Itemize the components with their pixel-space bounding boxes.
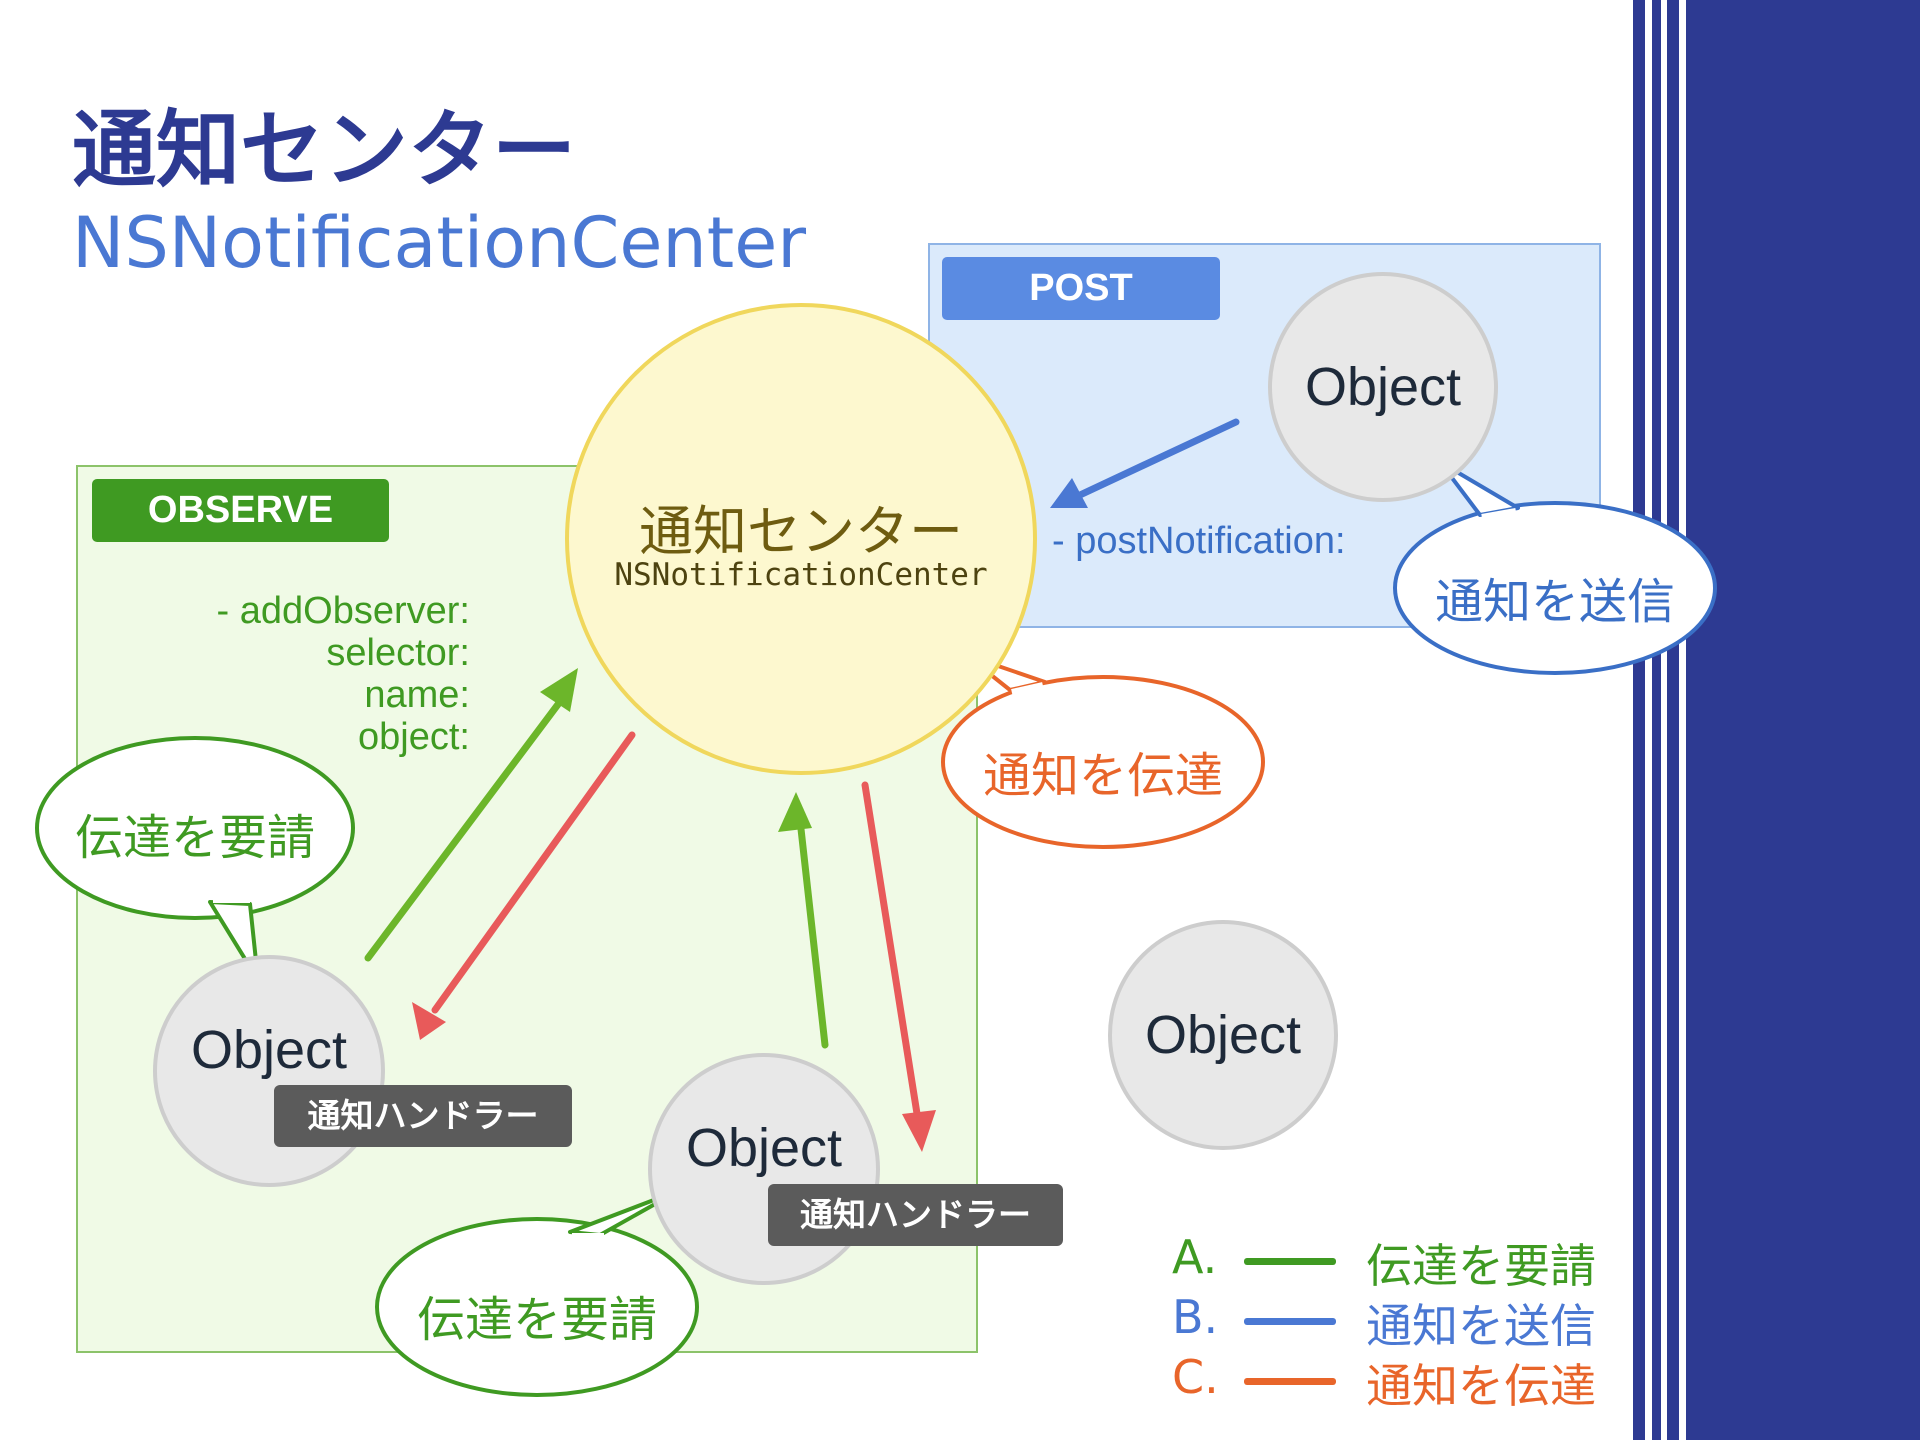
legend-key: C. [1172, 1350, 1219, 1404]
poster-object: Object [1268, 272, 1498, 502]
legend-swatch [1244, 1378, 1336, 1385]
post-arrow [1050, 418, 1240, 508]
legend: A. 伝達を要請 B. 通知を送信 C. 通知を伝達 [1172, 1230, 1612, 1420]
legend-key: B. [1172, 1290, 1219, 1344]
bubble-request-2: 伝達を要請 [416, 1292, 657, 1348]
other-object: Object [1108, 920, 1338, 1150]
right-band [1686, 0, 1920, 1440]
bubble-deliver: 通知を伝達 [982, 748, 1223, 804]
object-label: Object [190, 1020, 348, 1080]
legend-label: 通知を送信 [1366, 1299, 1596, 1353]
observe-tag: OBSERVE [92, 479, 389, 542]
legend-swatch [1244, 1318, 1336, 1325]
bubble-request-1: 伝達を要請 [74, 810, 315, 866]
add-observer-method: - addObserver: selector: name: object: [150, 590, 470, 758]
post-tag: POST [942, 257, 1220, 320]
method-line: - addObserver: [216, 590, 470, 632]
observer-object-2: Object [648, 1053, 880, 1285]
legend-swatch [1244, 1258, 1336, 1265]
legend-label: 伝達を要請 [1366, 1239, 1596, 1293]
observer-object-1: Object [153, 955, 385, 1187]
method-line: selector: [326, 632, 470, 674]
request-arrow-1 [364, 668, 578, 962]
notification-center-node: 通知センター NSNotificationCenter [565, 303, 1037, 775]
post-notification-method: - postNotification: [1052, 520, 1346, 562]
method-line: name: [364, 674, 470, 716]
right-band-stripe [1633, 0, 1645, 1440]
notification-handler-label-1: 通知ハンドラー [274, 1085, 572, 1147]
request-arrow-2 [778, 792, 829, 1049]
bubble-send: 通知を送信 [1434, 574, 1675, 630]
method-line: object: [358, 716, 470, 758]
object-label: Object [1304, 357, 1462, 417]
legend-label: 通知を伝達 [1366, 1359, 1596, 1413]
deliver-arrow-1 [412, 731, 636, 1040]
right-band-stripe [1652, 0, 1661, 1440]
legend-key: A. [1172, 1230, 1218, 1284]
deliver-arrow-2 [861, 781, 936, 1152]
right-band-stripe [1667, 0, 1679, 1440]
page-subtitle: NSNotificationCenter [72, 202, 807, 284]
notification-handler-label-2: 通知ハンドラー [768, 1184, 1063, 1246]
object-label: Object [1144, 1005, 1302, 1065]
bubble-send-shape [1393, 460, 1717, 675]
center-subtitle: NSNotificationCenter [614, 557, 988, 593]
page-title: 通知センター [72, 101, 577, 199]
object-label: Object [685, 1118, 843, 1178]
center-title: 通知センター [639, 500, 963, 563]
